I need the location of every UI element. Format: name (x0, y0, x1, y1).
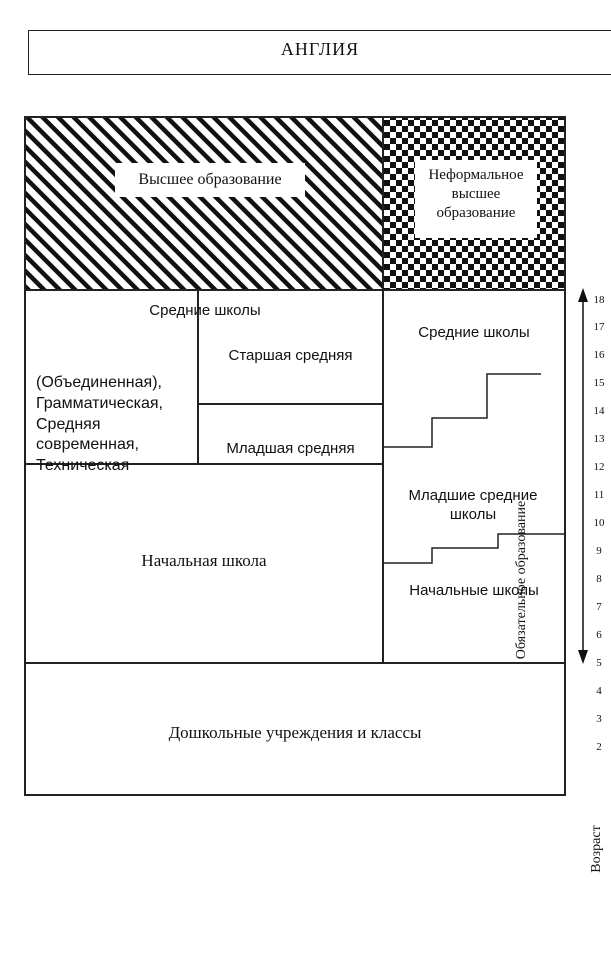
age-tick: 8 (596, 573, 602, 585)
lower-staircase (383, 533, 565, 564)
age-tick: 14 (593, 405, 605, 417)
age-tick: 17 (593, 321, 605, 333)
age-tick: 11 (593, 489, 605, 501)
higher-education-label: Высшее образование (138, 171, 282, 188)
junior-middle-schools-label: Младшие средние школы (408, 487, 538, 523)
informal-higher-label: Неформальное высшее образование (428, 167, 524, 221)
secondary-schools-left-label: Средние школы (149, 302, 261, 319)
informal-higher-label-bg (415, 160, 537, 238)
age-tick: 5 (596, 657, 602, 669)
preschool-label: Дошкольные учреждения и классы (168, 723, 422, 742)
age-tick: 3 (596, 713, 602, 725)
primary-schools-right-label: Начальные школы (409, 582, 539, 599)
age-tick: 6 (596, 629, 602, 641)
senior-secondary-label: Старшая средняя (228, 347, 353, 364)
age-tick: 4 (596, 685, 602, 697)
age-tick: 18 (593, 294, 605, 306)
secondary-schools-right-label: Средние школы (418, 324, 530, 341)
age-tick: 13 (593, 433, 605, 445)
age-tick: 16 (593, 349, 605, 361)
outer-frame (24, 289, 566, 796)
age-tick: 2 (596, 741, 602, 753)
junior-secondary-label: Младшая средняя (226, 440, 355, 457)
primary-school-label: Начальная школа (141, 551, 267, 570)
age-label: Возраст (589, 825, 604, 873)
school-types-label: (Объединенная), Грамматическая, Средняя … (36, 374, 163, 475)
age-tick: 12 (593, 461, 605, 473)
age-tick: 15 (593, 377, 605, 389)
page-title: АНГЛИЯ (280, 39, 360, 59)
higher-education-region (24, 116, 384, 291)
age-tick: 10 (593, 517, 605, 529)
age-tick: 9 (596, 545, 602, 557)
compulsory-education-label: Обязательное образование (514, 500, 529, 660)
upper-staircase (383, 373, 541, 448)
higher-education-label-bg (115, 163, 305, 197)
title-box (28, 30, 611, 75)
age-tick: 7 (596, 601, 602, 613)
